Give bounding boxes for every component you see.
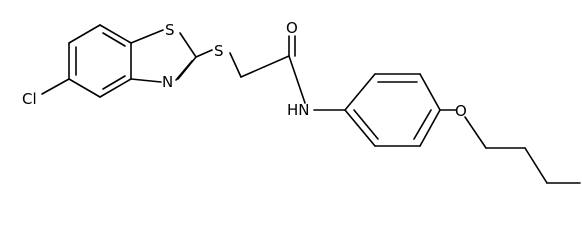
atom-s-ring-label: S bbox=[165, 21, 175, 39]
thiazole-ring bbox=[130, 29, 197, 83]
atom-n-ring-label: N bbox=[162, 73, 173, 91]
chemical-structure-diagram: S N Cl S O HN O bbox=[22, 19, 581, 184]
side-chain bbox=[195, 35, 306, 104]
atom-cl-label: Cl bbox=[22, 90, 37, 108]
benzo-ring bbox=[68, 24, 132, 98]
c-cl-bond bbox=[41, 78, 70, 95]
atom-nh-label: HN bbox=[287, 101, 310, 119]
phenyl-ring bbox=[313, 73, 441, 147]
butoxy-chain bbox=[439, 109, 581, 184]
atom-s-thio-label: S bbox=[214, 42, 224, 60]
atom-o-carbonyl-label: O bbox=[286, 19, 298, 37]
atom-o-ether-label: O bbox=[455, 102, 467, 120]
